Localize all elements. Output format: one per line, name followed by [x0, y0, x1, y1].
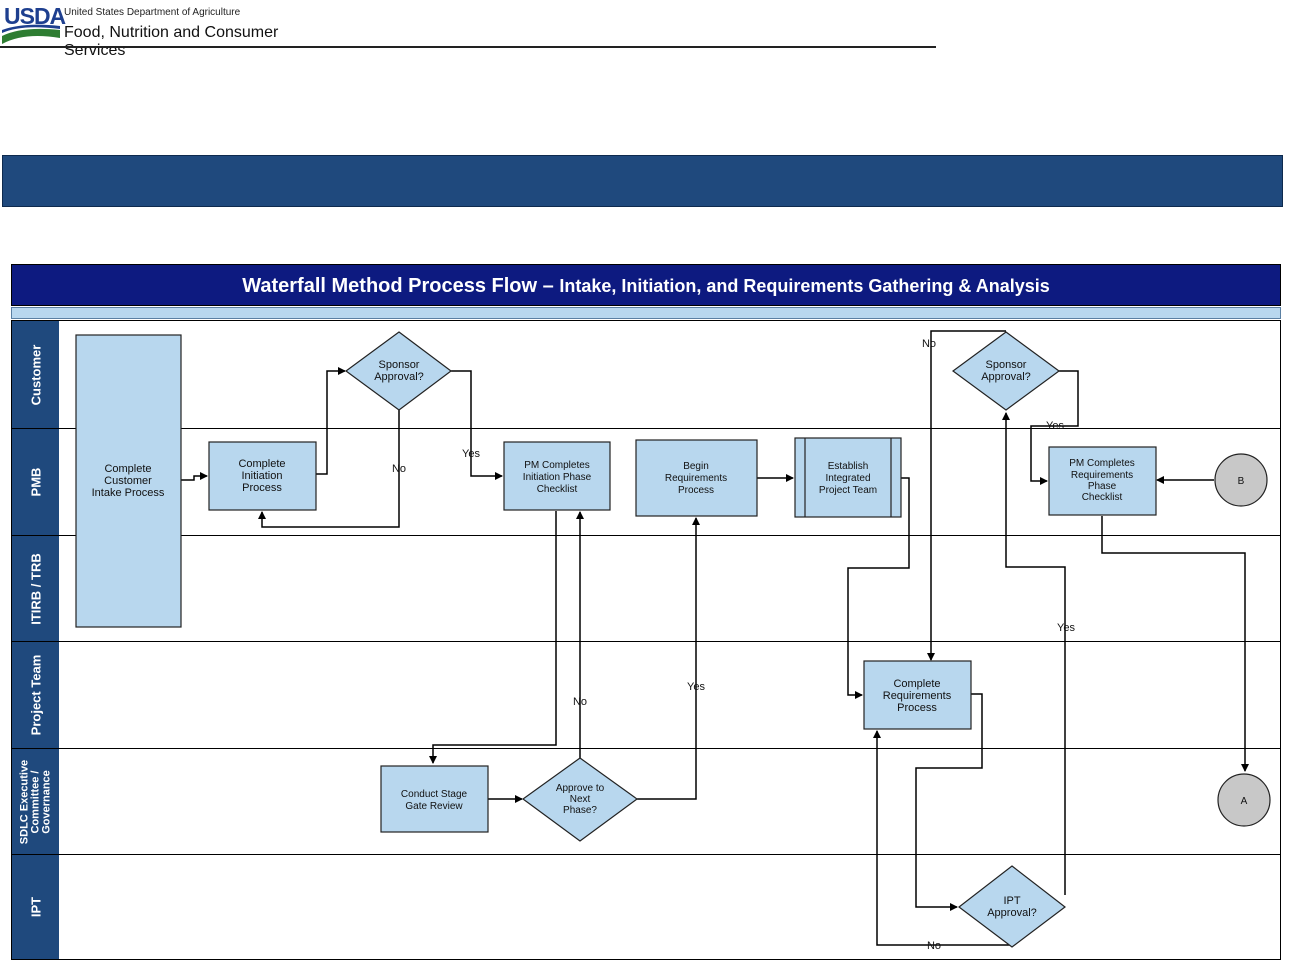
edge-initiation-to-sponsor1: [316, 367, 346, 475]
lane-ipt: IPT: [12, 854, 1280, 959]
diagram-title-main: Waterfall Method Process Flow –: [242, 275, 560, 297]
node-complete-requirements: [863, 660, 972, 730]
edge-label-approve-yes: Yes: [687, 681, 705, 693]
lane-pmb: PMB: [12, 428, 1280, 535]
edge-intake-to-initiation: [181, 472, 208, 481]
edge-label-sponsor1-no: No: [392, 463, 406, 475]
edge-sponsor2-no: [927, 330, 1006, 661]
lane-sdlc-governance: SDLC Executive Committee / Governance: [12, 748, 1280, 854]
department-name: United States Department of Agriculture: [64, 7, 241, 18]
edge-label-ipt-yes: Yes: [1057, 622, 1075, 634]
lane-label-sdlc-governance: SDLC Executive Committee / Governance: [12, 749, 59, 854]
diagram-title-rest: Intake, Initiation, and Requirements Gat…: [559, 276, 1050, 296]
node-complete-customer-intake: [75, 334, 182, 628]
lane-itirb-trb: ITIRB / TRB: [12, 535, 1280, 641]
edge-pmreq-to-connector-a: [1101, 516, 1249, 772]
flow-connectors: [181, 330, 1249, 946]
edge-label-ipt-no: No: [927, 940, 941, 952]
swimlane-pool: Customer PMB ITIRB / TRB Project Team SD…: [11, 320, 1281, 960]
node-approve-next-phase: [521, 757, 639, 842]
edge-ipt-no: [873, 730, 1011, 946]
lane-label-project-team: Project Team: [12, 642, 59, 748]
node-sponsor-approval-1: [344, 331, 452, 411]
lane-label-pmb: PMB: [12, 429, 59, 535]
edge-approve-yes: [637, 517, 700, 800]
edge-label-sponsor1-yes: Yes: [462, 448, 480, 460]
lane-label-itirb-trb: ITIRB / TRB: [12, 536, 59, 641]
node-ipt-approval: [958, 865, 1066, 948]
edge-sponsor1-yes: [451, 370, 503, 480]
title-underline-strip: [11, 307, 1281, 319]
node-pm-requirements-checklist: [1048, 446, 1157, 516]
edge-completereq-to-ipt: [915, 693, 983, 911]
edge-pminit-to-stagegate: [429, 511, 557, 764]
usda-logo-text: USDA: [4, 3, 66, 29]
usda-logo: USDA United States Department of Agricul…: [2, 2, 340, 59]
connector-a: [1217, 773, 1271, 827]
connector-b-label: B: [1238, 476, 1245, 487]
edge-label-sponsor2-no: No: [922, 338, 936, 350]
edge-label-sponsor2-yes: Yes: [1046, 420, 1064, 432]
lane-customer: Customer: [12, 321, 1280, 428]
diagram-title: Waterfall Method Process Flow – Intake, …: [11, 264, 1281, 306]
connector-a-label: A: [1241, 796, 1248, 807]
connector-b: [1214, 453, 1268, 507]
header-divider: [0, 46, 936, 48]
lane-project-team: Project Team: [12, 641, 1280, 748]
edge-ipt-yes: [1002, 412, 1066, 895]
node-complete-initiation: [208, 441, 317, 511]
edge-label-approve-no: No: [573, 696, 587, 708]
node-pm-initiation-checklist: [503, 441, 611, 511]
edge-establish-to-completereq: [847, 477, 910, 699]
lane-label-ipt: IPT: [12, 855, 59, 959]
edge-sponsor2-yes: [1030, 370, 1079, 485]
lane-label-customer: Customer: [12, 321, 59, 428]
usda-logo-mark: [2, 24, 60, 44]
edge-sponsor1-no: [258, 410, 400, 528]
node-stage-gate-review: [380, 765, 489, 833]
section-banner: [2, 155, 1283, 207]
node-begin-requirements: [635, 439, 758, 517]
node-establish-ipt: [794, 437, 902, 518]
node-sponsor-approval-2: [951, 331, 1061, 411]
